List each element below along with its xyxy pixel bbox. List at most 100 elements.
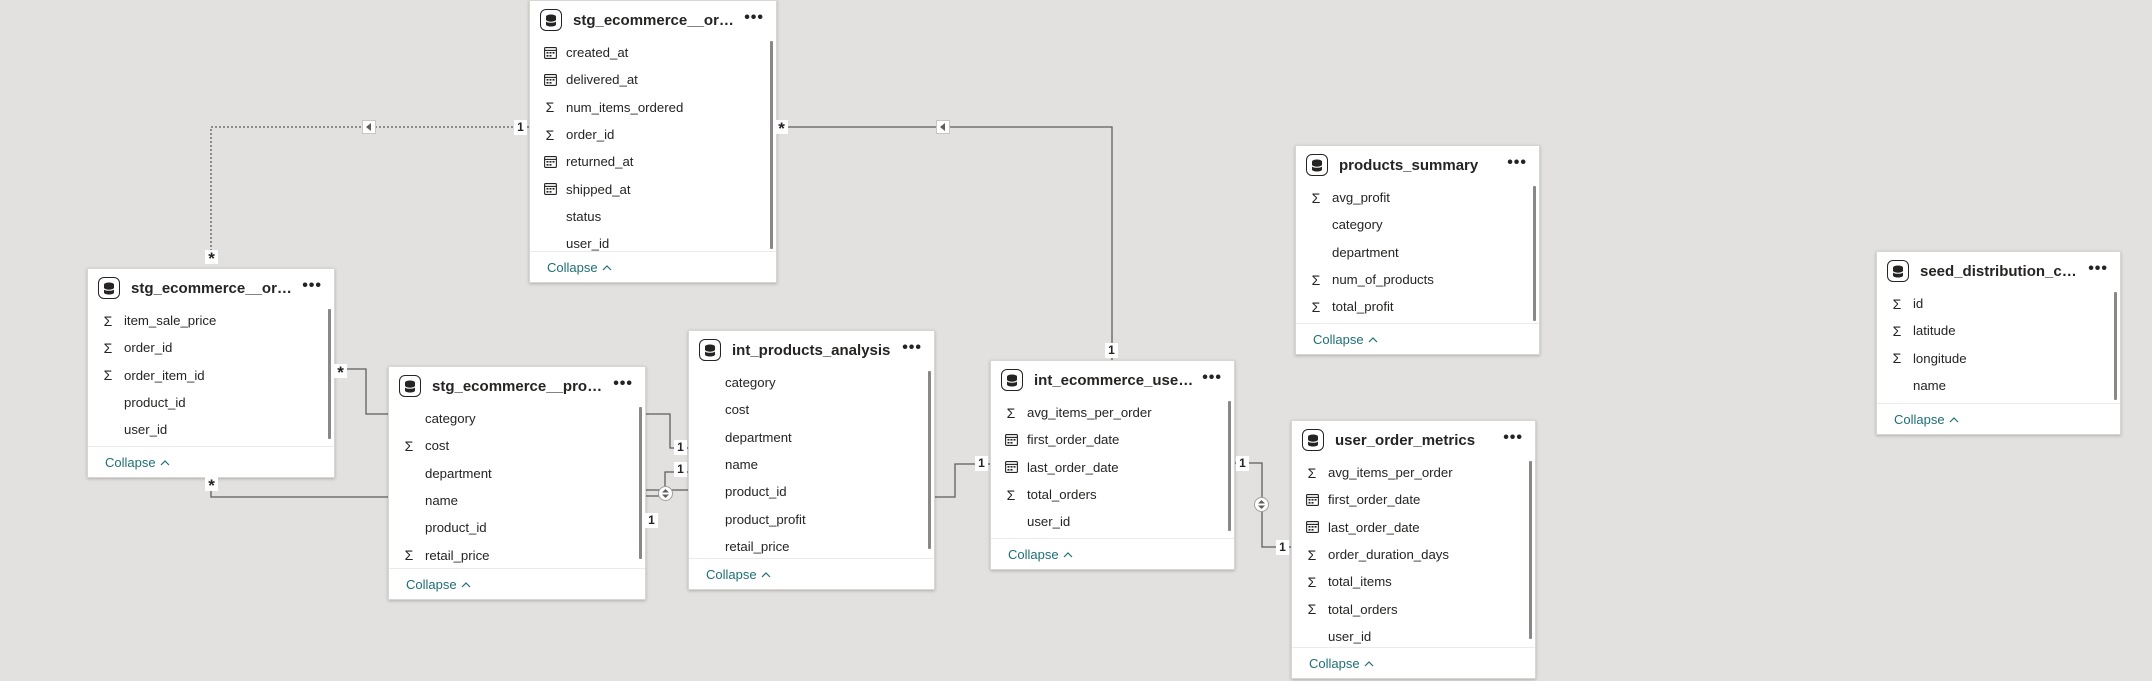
ellipsis-icon[interactable]: ••• (2088, 259, 2108, 277)
field-row[interactable]: delivered_at (530, 66, 776, 93)
field-row[interactable]: user_id (88, 416, 334, 443)
field-row[interactable]: created_at (530, 39, 776, 66)
field-row[interactable]: user_id (1292, 623, 1535, 647)
ellipsis-icon[interactable]: ••• (1507, 153, 1527, 171)
field-row[interactable]: first_order_date (1292, 486, 1535, 513)
triangle-left-icon[interactable] (362, 120, 376, 134)
field-row[interactable]: department (389, 460, 645, 487)
table-header[interactable]: user_order_metrics••• (1292, 421, 1535, 459)
ellipsis-icon[interactable]: ••• (1503, 428, 1523, 446)
scrollbar[interactable] (770, 41, 773, 249)
ellipsis-icon[interactable]: ••• (613, 374, 633, 392)
field-row[interactable]: last_order_date (1292, 514, 1535, 541)
field-row[interactable]: category (689, 369, 934, 396)
scrollbar[interactable] (328, 309, 331, 439)
table-header[interactable]: products_summary••• (1296, 146, 1539, 184)
ellipsis-icon[interactable]: ••• (902, 338, 922, 356)
scrollbar[interactable] (639, 407, 642, 559)
triangle-left-icon[interactable] (936, 120, 950, 134)
ellipsis-icon[interactable]: ••• (1202, 368, 1222, 386)
field-row[interactable]: product_id (689, 478, 934, 505)
ellipsis-icon[interactable]: ••• (302, 276, 322, 294)
scrollbar[interactable] (1529, 461, 1532, 639)
ellipsis-icon[interactable]: ••• (744, 8, 764, 26)
field-row[interactable]: user_id (991, 508, 1234, 535)
field-row[interactable]: status (530, 203, 776, 230)
collapse-button[interactable]: Collapse (88, 446, 334, 477)
double-arrow-icon[interactable] (658, 486, 673, 501)
table-header[interactable]: stg_ecommerce__order_...••• (88, 269, 334, 307)
field-row[interactable]: shipped_at (530, 175, 776, 202)
field-row[interactable]: product_id (389, 514, 645, 541)
field-row[interactable]: category (1296, 211, 1539, 238)
field-row[interactable]: department (689, 424, 934, 451)
collapse-button[interactable]: Collapse (1296, 323, 1539, 354)
collapse-button[interactable]: Collapse (1877, 403, 2120, 434)
field-row[interactable]: retail_price (689, 533, 934, 558)
table-header[interactable]: seed_distribution_cente...••• (1877, 252, 2120, 290)
table-header[interactable]: stg_ecommerce__products••• (389, 367, 645, 405)
scrollbar[interactable] (1228, 401, 1231, 531)
field-row[interactable]: product_id (88, 389, 334, 416)
field-row[interactable]: first_order_date (991, 426, 1234, 453)
table-card-int-ecommerce-user-orders[interactable]: int_ecommerce_user_or...•••Σavg_items_pe… (990, 360, 1235, 570)
collapse-button[interactable]: Collapse (689, 558, 934, 589)
collapse-button[interactable]: Collapse (1292, 647, 1535, 678)
table-header[interactable]: stg_ecommerce__orders••• (530, 1, 776, 39)
field-row[interactable]: product_profit (689, 505, 934, 532)
scrollbar[interactable] (1533, 186, 1536, 321)
field-row[interactable]: name (689, 451, 934, 478)
field-row[interactable]: cost (689, 396, 934, 423)
field-row[interactable]: name (1877, 372, 2120, 399)
double-arrow-icon[interactable] (1254, 497, 1269, 512)
scrollbar[interactable] (928, 371, 931, 549)
collapse-button[interactable]: Collapse (530, 251, 776, 282)
collapse-button[interactable]: Collapse (389, 568, 645, 599)
field-row[interactable]: category (389, 405, 645, 432)
field-row[interactable]: returned_at (530, 148, 776, 175)
table-header[interactable]: int_products_analysis••• (689, 331, 934, 369)
field-row[interactable]: name (389, 487, 645, 514)
field-row[interactable]: user_id (530, 230, 776, 251)
table-header[interactable]: int_ecommerce_user_or...••• (991, 361, 1234, 399)
field-row[interactable]: last_order_date (991, 454, 1234, 481)
table-card-stg-ecommerce-order-items[interactable]: stg_ecommerce__order_...•••Σitem_sale_pr… (87, 268, 335, 478)
table-card-seed-distribution-centers[interactable]: seed_distribution_cente...•••ΣidΣlatitud… (1876, 251, 2121, 435)
collapse-button[interactable]: Collapse (991, 538, 1234, 569)
field-row[interactable]: department (1296, 239, 1539, 266)
scrollbar[interactable] (2114, 292, 2117, 400)
